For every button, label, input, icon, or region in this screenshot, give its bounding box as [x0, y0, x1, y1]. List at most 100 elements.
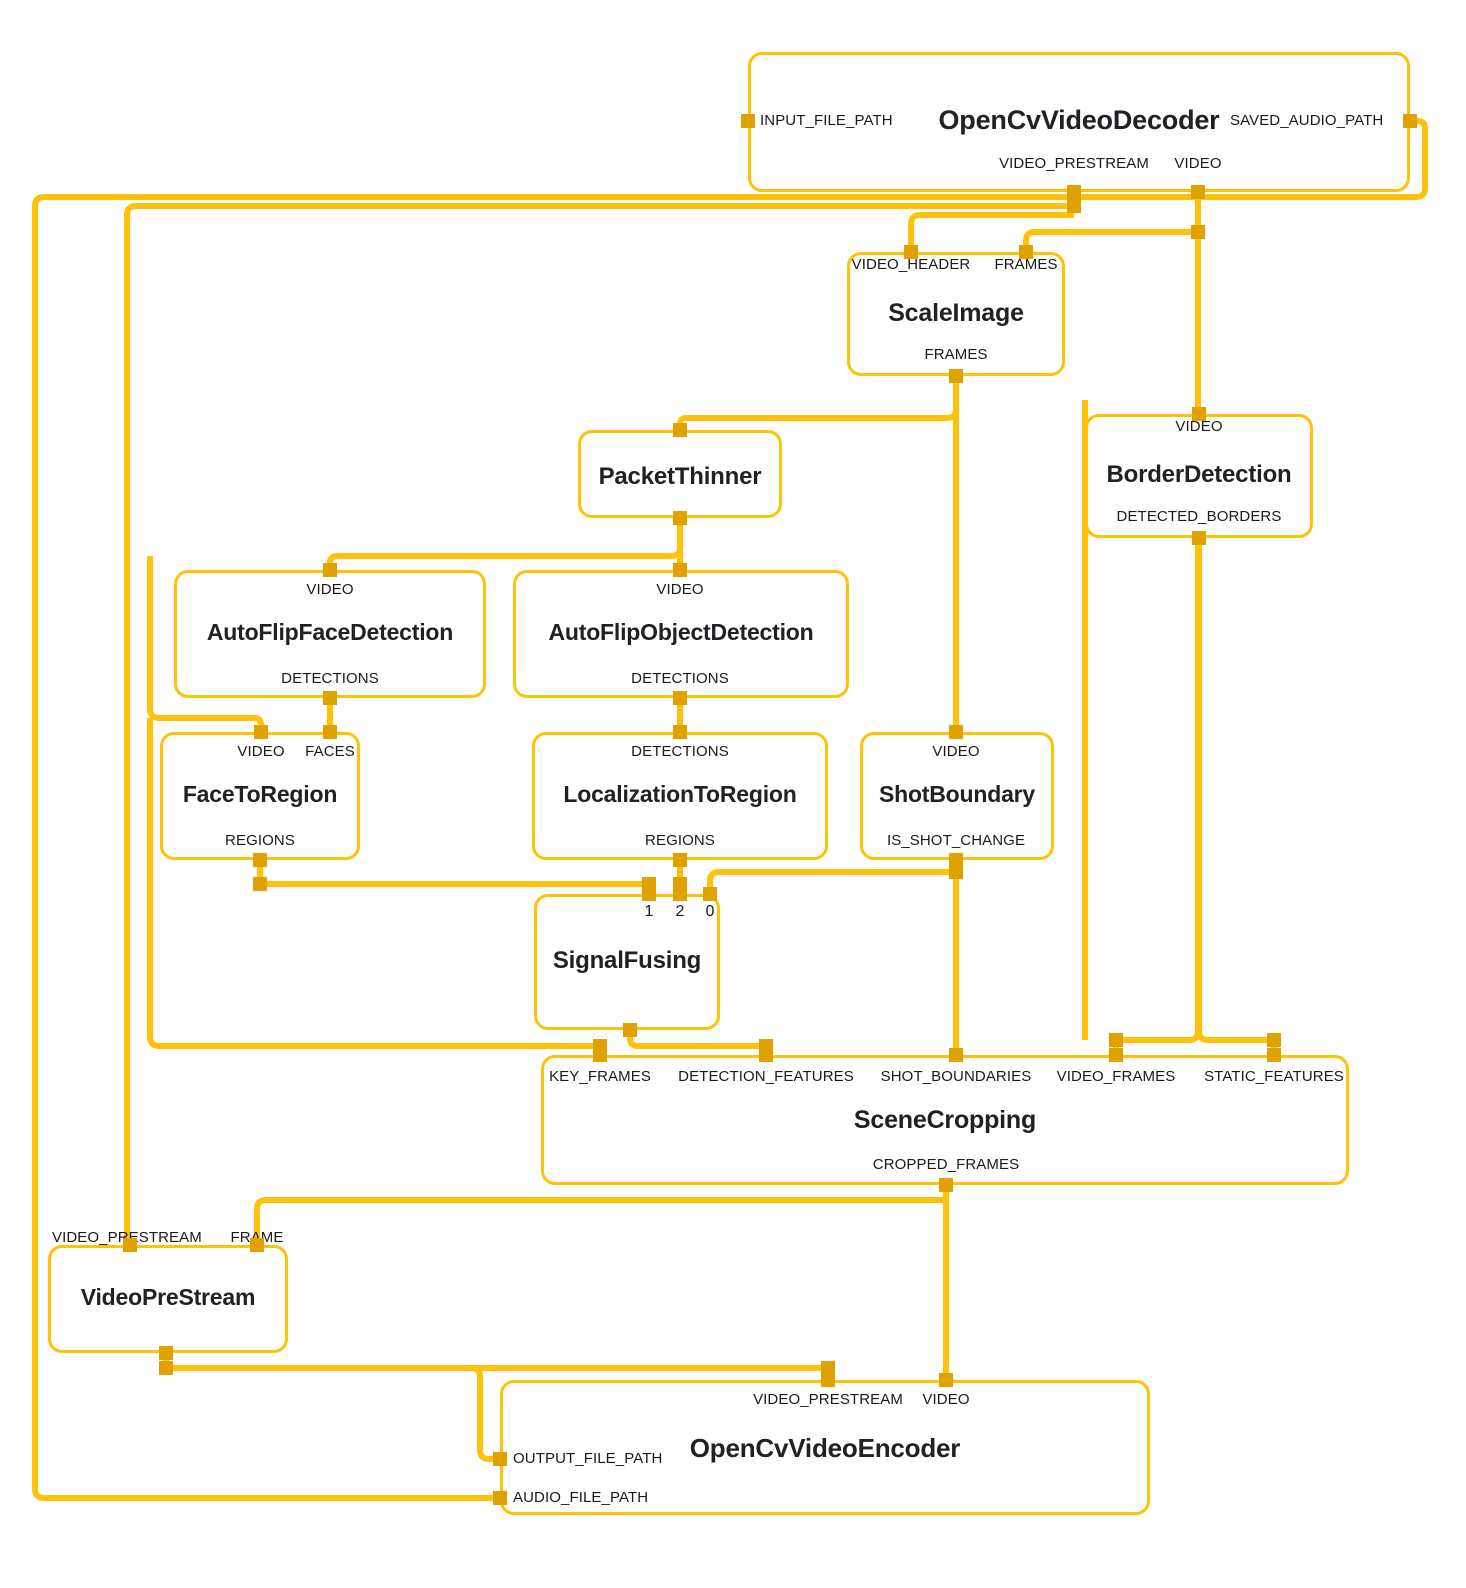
port-pin-autoflip_face_detection-video[interactable] [323, 563, 337, 577]
port-label-opencv_video_decoder-video: VIDEO [1174, 155, 1222, 172]
port-pin-video_pre_stream-video_prestream[interactable] [123, 1238, 137, 1252]
port-label-face_to_region-video: VIDEO [237, 743, 285, 760]
port-pin-scale_image-frames[interactable] [1019, 245, 1033, 259]
port-pin-opencv_video_encoder-output_file_path[interactable] [493, 1452, 507, 1466]
port-label-opencv_video_decoder-saved_audio_path: SAVED_AUDIO_PATH [1230, 112, 1384, 129]
edge [707, 869, 956, 894]
edge [1023, 192, 1201, 252]
port-pin-packet_thinner[interactable] [673, 423, 687, 437]
port-pin-face_to_region-video[interactable] [254, 725, 268, 739]
port-pin-scene_cropping-shot_boundaries[interactable] [949, 1048, 963, 1062]
wire-junction-pin [1067, 199, 1081, 213]
wire-junction-pin [159, 1361, 173, 1375]
port-pin-scale_image-frames[interactable] [949, 369, 963, 383]
port-label-opencv_video_encoder-audio_file_path: AUDIO_FILE_PATH [513, 1489, 649, 1506]
edge [327, 518, 683, 570]
port-label-opencv_video_encoder-video_prestream: VIDEO_PRESTREAM [753, 1391, 903, 1408]
port-pin-autoflip_face_detection-detections[interactable] [323, 691, 337, 705]
port-label-opencv_video_encoder-video: VIDEO [922, 1391, 970, 1408]
port-label-scale_image-frames: FRAMES [924, 346, 988, 363]
wire-junction-pin [642, 877, 656, 891]
port-pin-scene_cropping-static_features[interactable] [1267, 1048, 1281, 1062]
port-pin-opencv_video_decoder-video_prestream[interactable] [1067, 185, 1081, 199]
port-pin-face_to_region-faces[interactable] [323, 725, 337, 739]
node-title-video_pre_stream: VideoPreStream [80, 1284, 256, 1310]
port-pin-border_detection-video[interactable] [1192, 407, 1206, 421]
port-label-scene_cropping-static_features: STATIC_FEATURES [1204, 1068, 1344, 1085]
node-title-shot_boundary: ShotBoundary [878, 781, 1036, 807]
wire-junction-pin [949, 865, 963, 879]
port-pin-autoflip_object_detection-detections[interactable] [673, 691, 687, 705]
wire-junction-pin [1403, 114, 1417, 128]
node-title-localization_to_region: LocalizationToRegion [563, 781, 797, 807]
port-label-face_to_region-regions: REGIONS [225, 832, 295, 849]
node-title-scale_image: ScaleImage [888, 299, 1024, 327]
port-pin-scene_cropping-video_frames[interactable] [1109, 1048, 1123, 1062]
port-label-face_to_region-faces: FACES [305, 743, 355, 760]
port-pin-opencv_video_encoder-audio_file_path[interactable] [493, 1491, 507, 1505]
port-label-border_detection-detected_borders: DETECTED_BORDERS [1116, 508, 1282, 525]
port-label-shot_boundary-is_shot_change: IS_SHOT_CHANGE [886, 832, 1026, 849]
port-label-scene_cropping-cropped_frames: CROPPED_FRAMES [872, 1156, 1020, 1173]
port-pin-shot_boundary-video[interactable] [949, 725, 963, 739]
port-label-autoflip_object_detection-detections: DETECTIONS [631, 670, 729, 687]
edge [908, 212, 1074, 252]
edge [254, 1197, 946, 1245]
edge [257, 860, 652, 894]
node-title-border_detection: BorderDetection [1106, 461, 1292, 488]
port-label-signal_fusing-2: 2 [675, 903, 685, 920]
port-label-scene_cropping-shot_boundaries: SHOT_BOUNDARIES [880, 1068, 1032, 1085]
wire-junction-pin [821, 1361, 835, 1375]
port-pin-opencv_video_decoder-input_file_path[interactable] [741, 114, 755, 128]
node-packet_thinner[interactable]: PacketThinner [578, 430, 782, 518]
node-video_pre_stream[interactable]: VideoPreStream [48, 1245, 288, 1353]
port-pin-face_to_region-regions[interactable] [253, 853, 267, 867]
wire-junction-pin [253, 877, 267, 891]
node-title-scene_cropping: SceneCropping [853, 1106, 1037, 1134]
port-label-localization_to_region-detections: DETECTIONS [631, 743, 729, 760]
port-label-opencv_video_decoder-video_prestream: VIDEO_PRESTREAM [999, 155, 1149, 172]
edge [1196, 538, 1277, 1055]
port-label-autoflip_object_detection-video: VIDEO [656, 581, 704, 598]
port-label-localization_to_region-regions: REGIONS [645, 832, 715, 849]
edge [677, 376, 959, 430]
edge [1113, 538, 1201, 1055]
node-title-autoflip_object_detection: AutoFlipObjectDetection [548, 619, 814, 645]
wire-junction-pin [673, 877, 687, 891]
port-label-opencv_video_encoder-output_file_path: OUTPUT_FILE_PATH [513, 1450, 663, 1467]
edge [627, 1030, 769, 1055]
wire-junction-pin [759, 1039, 773, 1053]
port-label-scene_cropping-key_frames: KEY_FRAMES [549, 1068, 651, 1085]
node-title-face_to_region: FaceToRegion [182, 781, 338, 807]
port-pin-opencv_video_decoder-video[interactable] [1191, 185, 1205, 199]
node-title-autoflip_face_detection: AutoFlipFaceDetection [206, 619, 454, 645]
port-pin-video_pre_stream[interactable] [159, 1346, 173, 1360]
wire-junction-pin [1191, 225, 1205, 239]
wire-junction-pin [1109, 1033, 1123, 1047]
port-label-signal_fusing-0: 0 [705, 903, 715, 920]
edge [166, 1365, 500, 1462]
wire-junction-pin [1267, 1033, 1281, 1047]
node-signal_fusing[interactable]: SignalFusing [534, 894, 720, 1030]
port-pin-signal_fusing[interactable] [623, 1023, 637, 1037]
port-label-signal_fusing-1: 1 [644, 903, 654, 920]
port-pin-border_detection-detected_borders[interactable] [1192, 531, 1206, 545]
port-pin-localization_to_region-regions[interactable] [673, 853, 687, 867]
port-label-autoflip_face_detection-video: VIDEO [306, 581, 354, 598]
port-pin-autoflip_object_detection-video[interactable] [673, 563, 687, 577]
port-pin-signal_fusing-0[interactable] [703, 887, 717, 901]
port-pin-packet_thinner[interactable] [673, 511, 687, 525]
edge [163, 1353, 831, 1380]
port-pin-video_pre_stream-frame[interactable] [250, 1238, 264, 1252]
port-pin-opencv_video_encoder-video_prestream[interactable] [821, 1373, 835, 1387]
node-title-signal_fusing: SignalFusing [552, 947, 702, 974]
port-pin-scene_cropping-cropped_frames[interactable] [939, 1178, 953, 1192]
port-label-shot_boundary-video: VIDEO [932, 743, 980, 760]
port-label-autoflip_face_detection-detections: DETECTIONS [281, 670, 379, 687]
wire-junction-pin [593, 1039, 607, 1053]
port-pin-scale_image-video_header[interactable] [904, 245, 918, 259]
port-pin-localization_to_region-detections[interactable] [673, 725, 687, 739]
port-pin-opencv_video_encoder-video[interactable] [939, 1373, 953, 1387]
port-label-scene_cropping-video_frames: VIDEO_FRAMES [1056, 1068, 1176, 1085]
